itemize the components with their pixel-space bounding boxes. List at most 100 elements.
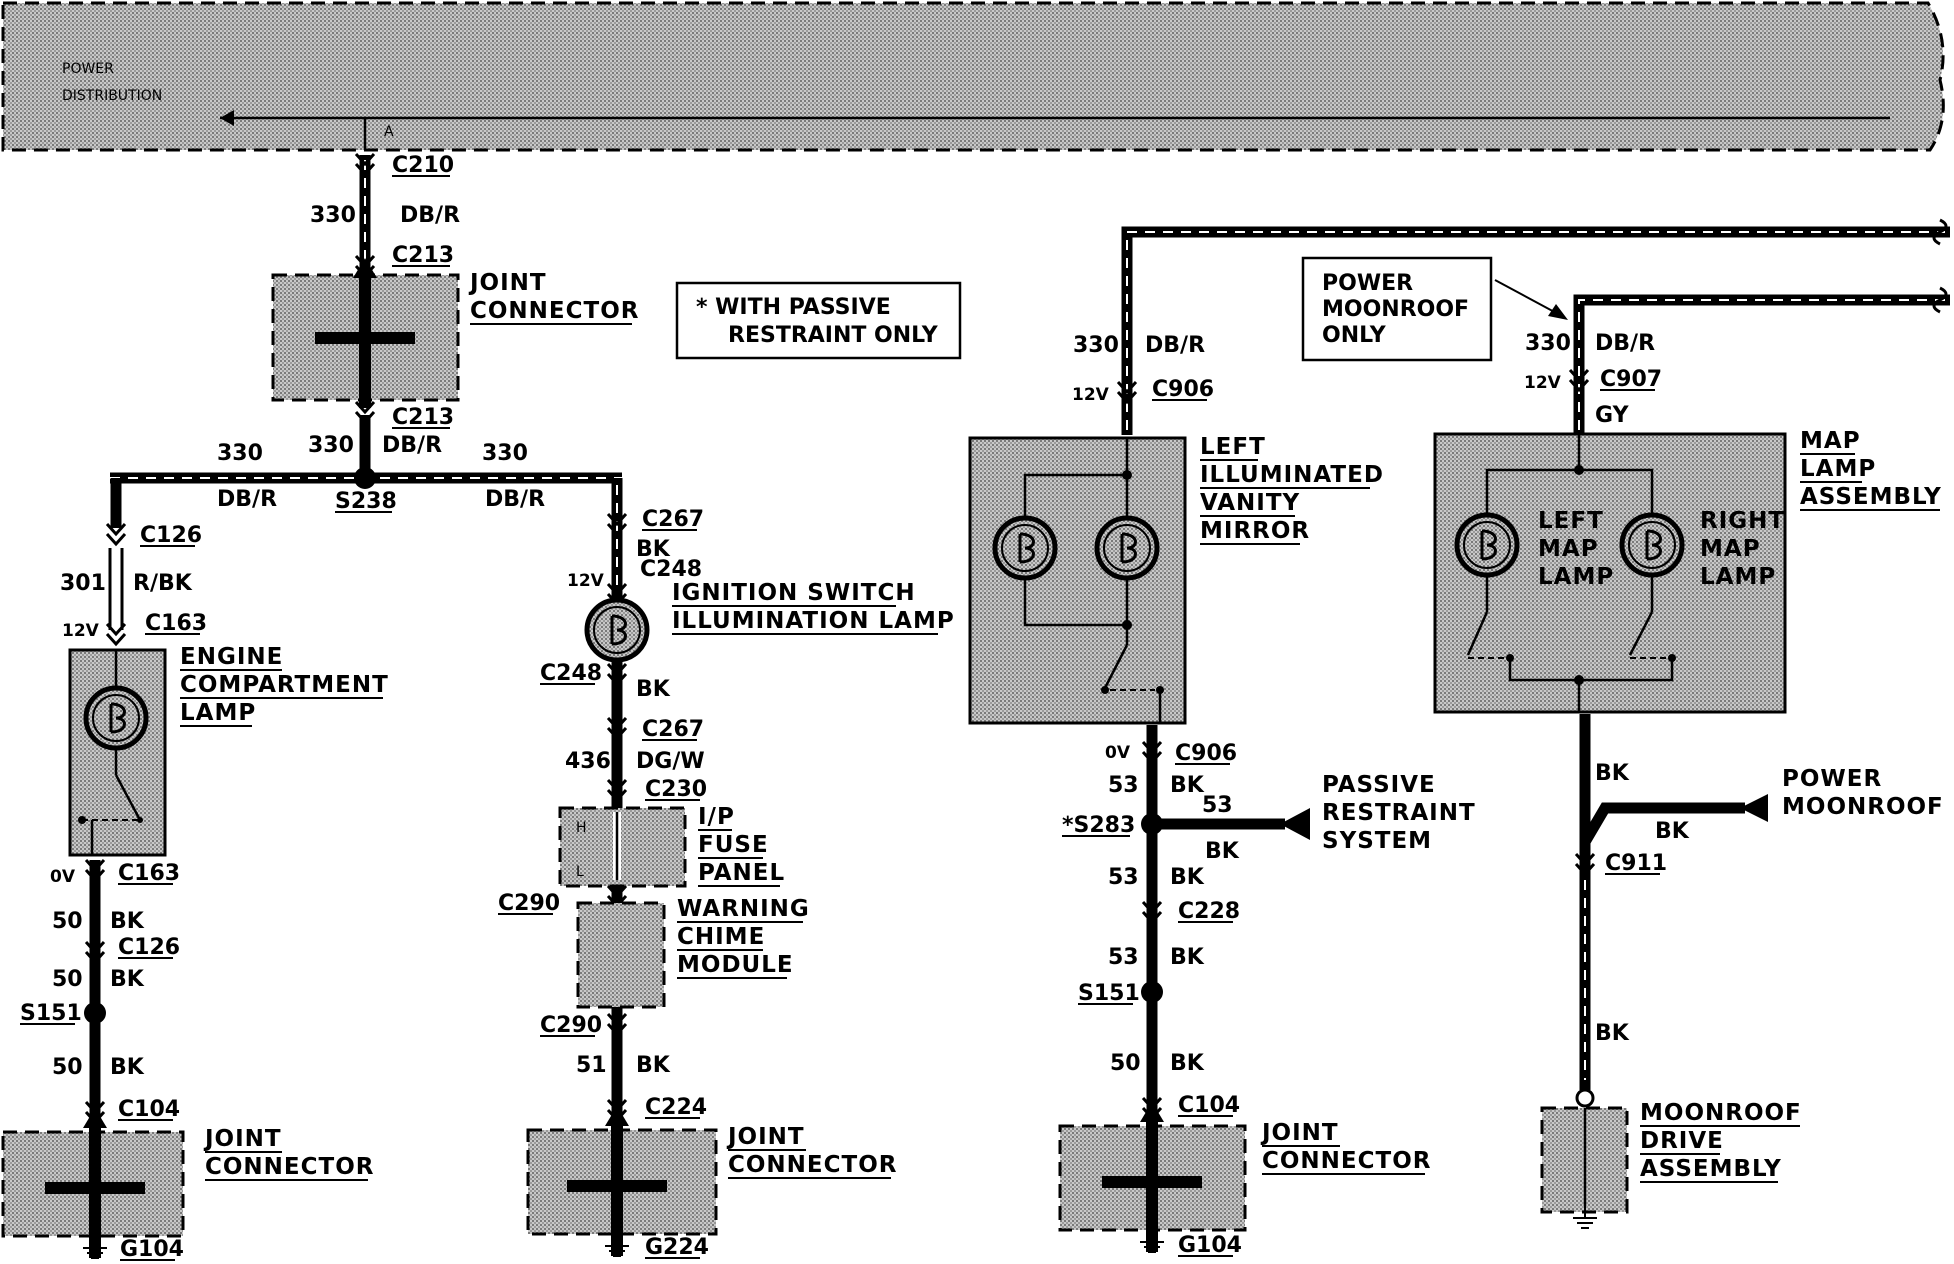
ign-joint-label-1: JOINT [726, 1124, 805, 1150]
drive-label-1: MOONROOF [1640, 1100, 1802, 1126]
s238-right-color: DB/R [485, 487, 545, 512]
mirror-label-2: ILLUMINATED [1200, 462, 1384, 488]
note-line-1: * WITH PASSIVE [696, 295, 891, 320]
s238-label: S238 [335, 489, 397, 514]
engine-0v: 0V [50, 867, 76, 887]
prs-label-3: SYSTEM [1322, 828, 1432, 854]
vanity-circuit-330: 330 [1073, 333, 1119, 358]
joint-top-label-1: JOINT [468, 270, 547, 296]
fuse-label-3: PANEL [698, 860, 785, 886]
left-map-label-1: LEFT [1538, 508, 1604, 534]
vanity-c228: C228 [1178, 899, 1240, 924]
prs-label-2: RESTRAINT [1322, 800, 1476, 826]
ign-c248-bottom: C248 [540, 661, 602, 686]
power-tap-a: A [384, 124, 394, 140]
c213-bottom: C213 [392, 405, 454, 430]
ign-bk3: BK [636, 1053, 671, 1078]
pm-only-label-1: POWER [1322, 271, 1413, 296]
vanity-c906-top: C906 [1152, 377, 1214, 402]
fuse-l: L [576, 864, 584, 880]
ignition-switch-branch: C267 BK 12V C248 IGNITION SWITCH ILLUMIN… [498, 478, 955, 1260]
ign-bk2: BK [636, 677, 671, 702]
map-asm-label-2: LAMP [1800, 456, 1876, 482]
vanity-g104: G104 [1178, 1233, 1242, 1258]
engine-c163-top: C163 [145, 611, 207, 636]
engine-lamp-label-1: ENGINE [180, 644, 283, 670]
engine-compartment-branch: C126 301 R/BK 12V C163 ENGINE COMPARTMEN… [1, 478, 389, 1262]
engine-circuit-50a: 50 [52, 909, 83, 934]
note-line-2: RESTRAINT ONLY [728, 323, 939, 348]
power-label-1: POWER [62, 61, 114, 77]
map-asm-label-1: MAP [1800, 428, 1861, 454]
vanity-c906-bottom: C906 [1175, 741, 1237, 766]
power-distribution-box: POWER DISTRIBUTION A [1, 1, 1945, 152]
map-12v: 12V [1524, 373, 1562, 393]
mirror-label-4: MIRROR [1200, 518, 1310, 544]
pm-label-1: POWER [1782, 766, 1882, 792]
vanity-circuit-50: 50 [1110, 1051, 1141, 1076]
mirror-label-3: VANITY [1200, 490, 1300, 516]
engine-c126-top: C126 [140, 523, 202, 548]
ign-circuit-436: 436 [565, 749, 611, 774]
passive-restraint-note: * WITH PASSIVE RESTRAINT ONLY [675, 281, 962, 360]
map-color-dbr: DB/R [1595, 331, 1655, 356]
power-label-2: DISTRIBUTION [62, 88, 162, 104]
engine-12v: 12V [62, 621, 100, 641]
right-map-label-3: LAMP [1700, 564, 1776, 590]
vanity-c104: C104 [1178, 1093, 1240, 1118]
s238-color: DB/R [382, 433, 442, 458]
ign-c224: C224 [645, 1095, 707, 1120]
vanity-bk2: BK [1170, 865, 1205, 890]
joint-connector-top: JOINT CONNECTOR C213 [271, 258, 639, 430]
ign-color-dgw: DG/W [636, 749, 705, 774]
vanity-circuit-53c: 53 [1108, 945, 1139, 970]
circuit-330-top: 330 [310, 203, 356, 228]
map-c907: C907 [1600, 367, 1662, 392]
right-map-label-1: RIGHT [1700, 508, 1785, 534]
joint-top-label-2: CONNECTOR [470, 298, 639, 324]
chime-label-3: MODULE [677, 952, 794, 978]
engine-circuit-50c: 50 [52, 1055, 83, 1080]
map-bk2: BK [1595, 1021, 1630, 1046]
color-dbr-top: DB/R [400, 203, 460, 228]
engine-bk3: BK [110, 1055, 145, 1080]
vanity-mirror-branch: 330 DB/R 12V C906 LEFT ILLUMINATED VANIT… [968, 218, 1950, 1258]
vanity-s151: S151 [1078, 981, 1140, 1006]
prs-circuit-53: 53 [1202, 793, 1233, 818]
vanity-0v: 0V [1105, 743, 1131, 763]
vanity-bk4: BK [1170, 1051, 1205, 1076]
engine-c126-bottom: C126 [118, 935, 180, 960]
c213-top: C213 [392, 243, 454, 268]
engine-joint-label-2: CONNECTOR [205, 1154, 374, 1180]
ign-lamp-label-1: IGNITION SWITCH [672, 580, 916, 606]
ign-g224: G224 [645, 1235, 709, 1260]
mirror-label-1: LEFT [1200, 434, 1266, 460]
s238-left-color: DB/R [217, 487, 277, 512]
color-rbk: R/BK [133, 571, 193, 596]
engine-lamp-label-2: COMPARTMENT [180, 672, 389, 698]
map-c911: C911 [1605, 851, 1667, 876]
fuse-label-2: FUSE [698, 832, 769, 858]
ign-lamp-label-2: ILLUMINATION LAMP [672, 608, 955, 634]
ign-c267-bottom: C267 [642, 717, 704, 742]
pm-only-label-3: ONLY [1322, 323, 1387, 348]
engine-s151: S151 [20, 1001, 82, 1026]
engine-lamp-label-3: LAMP [180, 700, 256, 726]
vanity-bk3: BK [1170, 945, 1205, 970]
ign-c290-a: C290 [498, 891, 560, 916]
vanity-circuit-53b: 53 [1108, 865, 1139, 890]
s238-right-circuit: 330 [482, 441, 528, 466]
vanity-joint-label-1: JOINT [1260, 1120, 1339, 1146]
ign-c248-top: C248 [640, 557, 702, 582]
splice-s238: 330 DB/R S238 330 DB/R 330 DB/R [110, 415, 622, 514]
map-asm-label-3: ASSEMBLY [1800, 484, 1942, 510]
fuse-label-1: I/P [698, 804, 735, 830]
engine-joint-label-1: JOINT [203, 1126, 282, 1152]
map-bk1: BK [1595, 761, 1630, 786]
ign-circuit-51: 51 [576, 1053, 607, 1078]
ign-joint-label-2: CONNECTOR [728, 1152, 897, 1178]
vanity-circuit-53a: 53 [1108, 773, 1139, 798]
ign-12v: 12V [567, 571, 605, 591]
ign-c267-top: C267 [642, 507, 704, 532]
map-circuit-330: 330 [1525, 331, 1571, 356]
